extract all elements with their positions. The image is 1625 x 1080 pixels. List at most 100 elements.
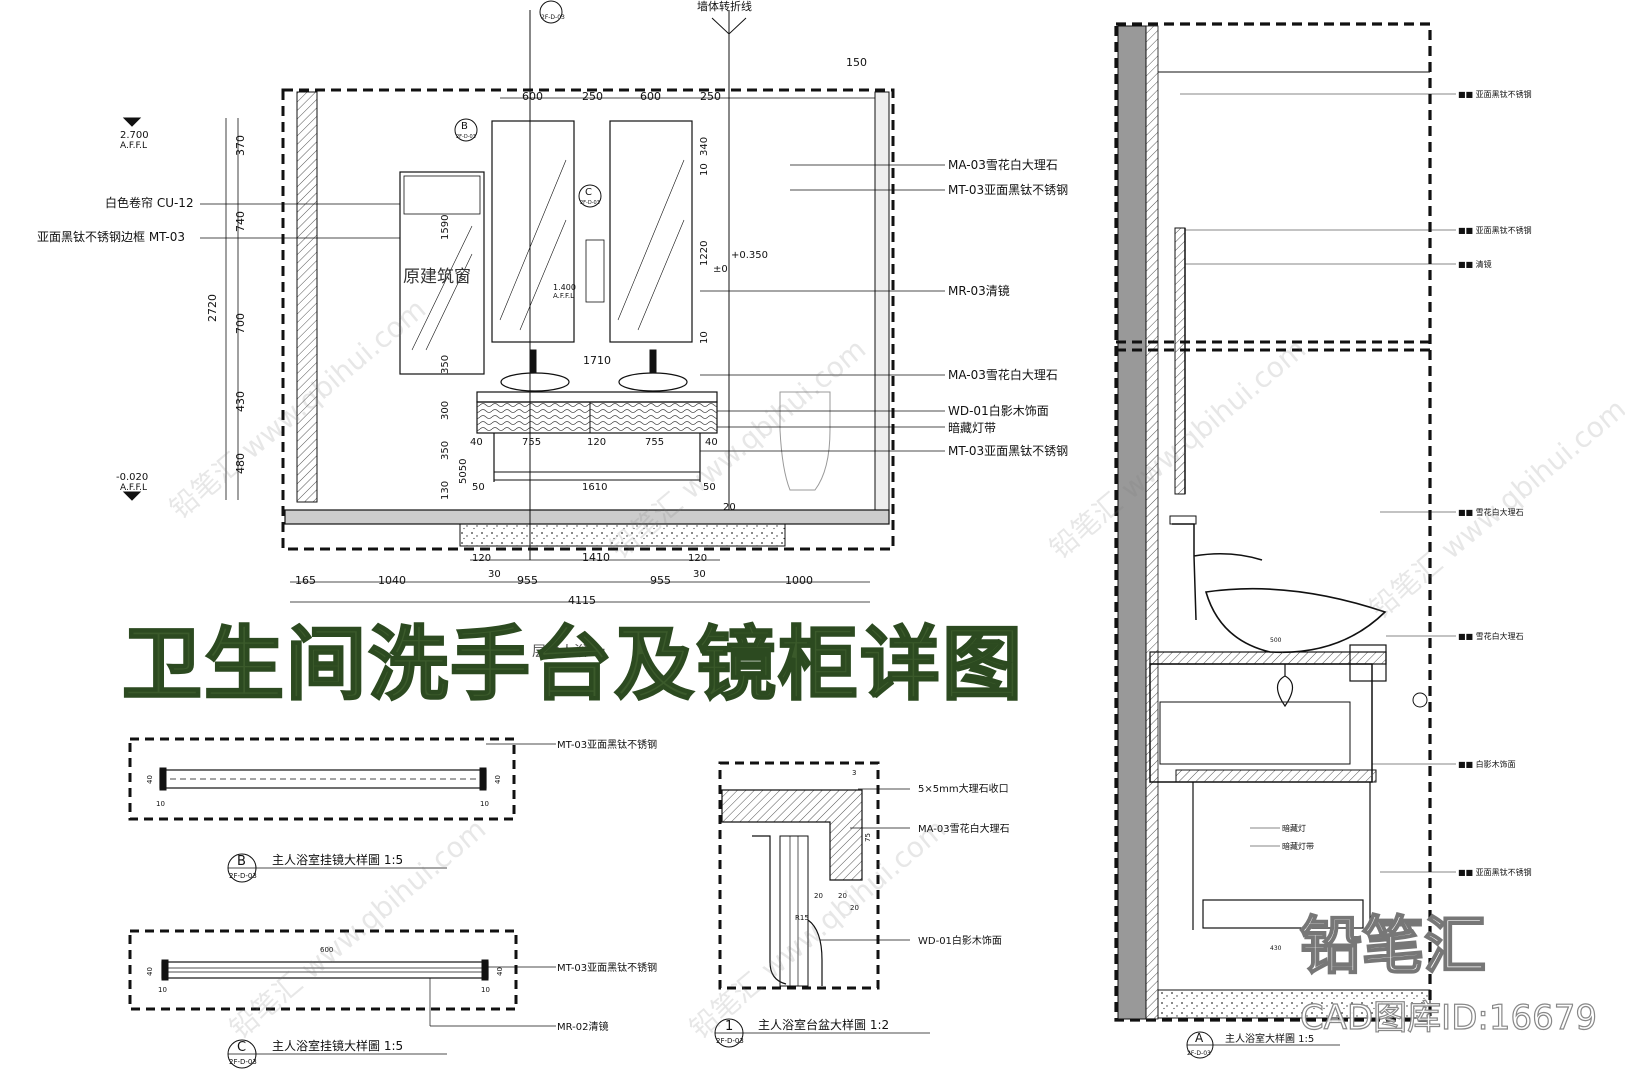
dim-misc: 755 bbox=[645, 437, 664, 448]
dim-left: 430 bbox=[234, 391, 247, 412]
right-label-4: MA-03雪花白大理石 bbox=[948, 367, 1058, 382]
detail-c-dim: 10 bbox=[158, 986, 167, 994]
detail-b-end bbox=[159, 767, 167, 791]
detail-b-label: MT-03亚面黑钛不锈钢 bbox=[557, 738, 657, 751]
right-label-7: MT-03亚面黑钛不锈钢 bbox=[948, 443, 1068, 458]
section-a-label: ■■ 亚面黑钛不锈钢 bbox=[1458, 225, 1532, 235]
mirror-left bbox=[491, 120, 575, 343]
dim-left: 370 bbox=[234, 135, 247, 156]
detail-1-marble bbox=[721, 789, 863, 881]
wall-fold-marker bbox=[711, 17, 747, 35]
brand-logo-text: 铅笔汇 bbox=[1299, 908, 1487, 983]
callout-b-letter: B bbox=[461, 121, 468, 132]
detail-1-dim: 20 bbox=[838, 892, 847, 900]
dim-top: 250 bbox=[582, 90, 603, 103]
detail-c-label-2: MR-02清镜 bbox=[557, 1020, 609, 1033]
detail-b-frame bbox=[128, 737, 516, 821]
detail-1-curve bbox=[807, 919, 823, 986]
dim-misc: 20 bbox=[723, 502, 736, 513]
detail-b-end bbox=[479, 767, 487, 791]
callout-top-circle bbox=[539, 0, 563, 24]
dim-misc: 1410 bbox=[582, 551, 610, 564]
dim-top: 600 bbox=[640, 90, 661, 103]
section-a-wall-inner bbox=[1145, 25, 1159, 1020]
section-a-letter: A bbox=[1195, 1031, 1204, 1045]
section-a-dim: 430 bbox=[1270, 945, 1282, 952]
dim-misc: 40 bbox=[470, 437, 483, 448]
level-0350-value: +0.350 bbox=[731, 250, 768, 261]
detail-1-sheet: 2F-D-03 bbox=[716, 1037, 744, 1045]
detail-1-frame bbox=[718, 761, 880, 990]
level-marker-bottom bbox=[122, 491, 142, 501]
section-a-frame bbox=[1114, 22, 1432, 1022]
dim-total: 4115 bbox=[568, 594, 596, 607]
detail-1: 5×5mm大理石收口 MA-03雪花白大理石 WD-01白影木饰面 3 75 2… bbox=[714, 761, 1010, 1048]
dim-top: 250 bbox=[700, 90, 721, 103]
detail-1-letter: 1 bbox=[725, 1019, 733, 1034]
detail-b: MT-03亚面黑钛不锈钢 40 10 10 40 B 2F-D-03 主人浴室挂… bbox=[128, 737, 657, 883]
section-a-label: ■■ 雪花白大理石 bbox=[1458, 507, 1524, 517]
detail-c-end bbox=[161, 959, 169, 981]
dim-misc: 30 bbox=[693, 569, 706, 580]
section-a-dim: 500 bbox=[1270, 637, 1282, 644]
level-bottom-sub: A.F.F.L bbox=[120, 483, 147, 493]
page-title: 卫生间洗手台及镜柜详图 bbox=[121, 617, 1024, 712]
detail-c: MT-03亚面黑钛不锈钢 MR-02清镜 600 40 10 10 40 C 2… bbox=[128, 929, 657, 1069]
section-a-faucet-head bbox=[1169, 515, 1197, 525]
section-a-label: ■■ 清镜 bbox=[1458, 259, 1492, 269]
level-top-sub: A.F.F.L bbox=[120, 141, 147, 151]
detail-1-leaders bbox=[820, 788, 910, 941]
dim-bottom: 1000 bbox=[785, 574, 813, 587]
dim-left: 2720 bbox=[206, 294, 219, 322]
section-a-drain bbox=[1276, 664, 1294, 708]
level-top-value: 2.700 bbox=[120, 130, 149, 141]
dim-misc: 120 bbox=[472, 553, 491, 564]
dim-misc: 10 bbox=[699, 331, 710, 344]
vanity-top bbox=[476, 391, 718, 403]
detail-b-dim: 40 bbox=[146, 775, 154, 784]
level-bottom-value: -0.020 bbox=[116, 472, 148, 483]
detail-1-label-1: 5×5mm大理石收口 bbox=[918, 782, 1009, 795]
detail-b-dim: 10 bbox=[480, 800, 489, 808]
detail-1-dim: 3 bbox=[852, 769, 856, 777]
detail-b-dim: 40 bbox=[494, 775, 502, 784]
leader-lines-right bbox=[700, 164, 945, 452]
dim-top: 600 bbox=[522, 90, 543, 103]
elevation-caption: 层主人浴 1: bbox=[532, 644, 606, 660]
level-1400-value: 1.400 bbox=[553, 283, 576, 292]
detail-b-sheet: 2F-D-03 bbox=[229, 872, 257, 880]
dim-bottom: 955 bbox=[650, 574, 671, 587]
dim-misc: 1220 bbox=[699, 241, 710, 266]
right-label-2: MT-03亚面黑钛不锈钢 bbox=[948, 182, 1068, 197]
mirror-glint bbox=[499, 159, 567, 321]
dim-misc: 130 bbox=[440, 481, 451, 500]
dim-misc: 120 bbox=[587, 437, 606, 448]
detail-b-dim: 10 bbox=[156, 800, 165, 808]
section-a-counter-edge bbox=[1349, 644, 1387, 682]
detail-c-dim: 10 bbox=[481, 986, 490, 994]
detail-1-bracket bbox=[752, 835, 787, 985]
right-label-1: MA-03雪花白大理石 bbox=[948, 157, 1058, 172]
toilet-outline bbox=[779, 391, 831, 491]
detail-c-sheet: 2F-D-03 bbox=[229, 1058, 257, 1066]
detail-b-caption: 主人浴室挂镜大样圖 1:5 bbox=[272, 852, 403, 867]
detail-1-dim: 20 bbox=[850, 904, 859, 912]
wall-fold-label: 墙体转折线 bbox=[697, 0, 752, 13]
dim-misc: 5050 bbox=[458, 459, 469, 484]
detail-1-caption: 主人浴室台盆大样圖 1:2 bbox=[758, 1017, 889, 1032]
dim-left: 480 bbox=[234, 453, 247, 474]
detail-1-label-2: MA-03雪花白大理石 bbox=[918, 822, 1010, 835]
window-label: 原建筑窗 bbox=[403, 267, 471, 287]
detail-c-dim: 600 bbox=[320, 946, 333, 954]
dim-misc: 300 bbox=[440, 401, 451, 420]
dim-misc: 40 bbox=[705, 437, 718, 448]
section-a-label: ■■ 亚面黑钛不锈钢 bbox=[1458, 89, 1532, 99]
dim-misc: 350 bbox=[440, 355, 451, 374]
basin-right bbox=[618, 372, 688, 392]
right-wall bbox=[874, 91, 890, 513]
detail-1-dim: 75 bbox=[864, 833, 872, 842]
dim-misc: 1610 bbox=[582, 482, 607, 493]
watermark-text: 铅笔汇 www.qbihui.com bbox=[1363, 392, 1625, 625]
